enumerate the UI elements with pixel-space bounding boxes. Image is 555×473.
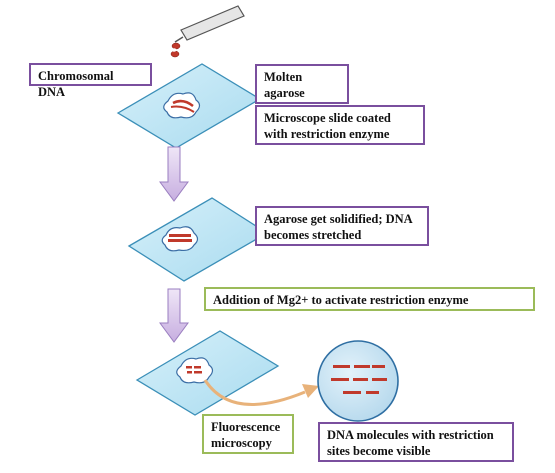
- dna-visible-label: DNA molecules with restriction sites bec…: [318, 422, 514, 462]
- chromosomal-dna-text: Chromosomal DNA: [38, 69, 114, 100]
- curved-arrow-icon: [203, 379, 319, 406]
- chromosomal-dna-label: Chromosomal DNA: [29, 63, 152, 99]
- dna-fragments-circle-icon: [317, 340, 399, 422]
- mg-addition-label: Addition of Mg2+ to activate restriction…: [204, 287, 535, 311]
- slide-coated-label: Microscope slide coated with restriction…: [255, 105, 425, 145]
- down-arrow-icon-1: [159, 146, 189, 202]
- microscope-slide-2: [127, 197, 269, 282]
- slide-coated-line2: with restriction enzyme: [264, 127, 390, 142]
- solidified-line2: becomes stretched: [264, 228, 362, 243]
- slide-coated-line1: Microscope slide coated: [264, 111, 391, 125]
- solidified-line1: Agarose get solidified; DNA: [264, 212, 413, 226]
- fluorescence-line2: microscopy: [211, 436, 272, 451]
- mg-addition-text: Addition of Mg2+ to activate restriction…: [213, 293, 469, 307]
- microscope-slide-1: [116, 63, 262, 149]
- molten-agarose-line1: Molten: [264, 70, 303, 84]
- solidified-label: Agarose get solidified; DNA becomes stre…: [255, 206, 429, 246]
- dna-visible-line1: DNA molecules with restriction: [327, 428, 494, 442]
- molten-agarose-line2: agarose: [264, 86, 305, 101]
- pipette-icon: [170, 5, 245, 58]
- down-arrow-icon-2: [159, 288, 189, 343]
- agarose-blob-icon: [161, 226, 199, 252]
- fluorescence-label: Fluorescence microscopy: [202, 414, 294, 454]
- microscope-slide-3: [135, 330, 280, 416]
- dna-visible-line2: sites become visible: [327, 444, 431, 459]
- agarose-blob-icon: [176, 357, 214, 384]
- agarose-blob-icon: [163, 92, 201, 119]
- fluorescence-line1: Fluorescence: [211, 420, 281, 434]
- molten-agarose-label: Molten agarose: [255, 64, 349, 104]
